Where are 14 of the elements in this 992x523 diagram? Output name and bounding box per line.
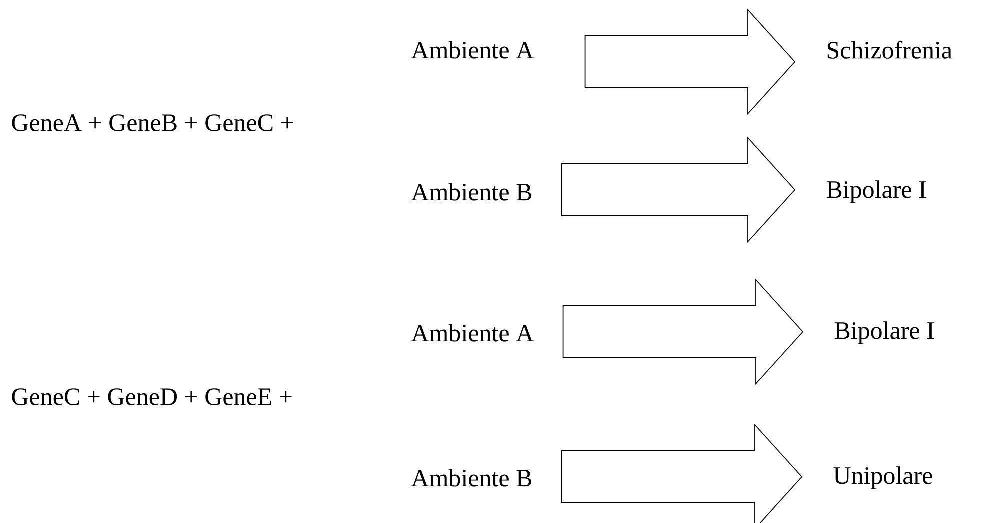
block-arrow <box>561 136 796 244</box>
node-text: Ambiente B <box>411 469 532 487</box>
node-text: Bipolare I <box>834 322 934 344</box>
node-text: Bipolare I <box>826 180 926 204</box>
node-text: Ambiente A <box>411 41 534 59</box>
node-text: Ambiente A <box>411 324 534 342</box>
block-arrow <box>562 278 804 386</box>
block-arrow <box>584 8 796 116</box>
node-text: Unipolare <box>834 466 932 490</box>
gene-sum-label: GeneC + GeneD + GeneE + <box>12 388 292 406</box>
node-text: Ambiente B <box>411 183 532 201</box>
gene-sum-label: GeneA + GeneB + GeneC + <box>12 114 294 132</box>
node-text: Schizofrenia <box>828 41 952 59</box>
block-arrow <box>561 424 803 523</box>
